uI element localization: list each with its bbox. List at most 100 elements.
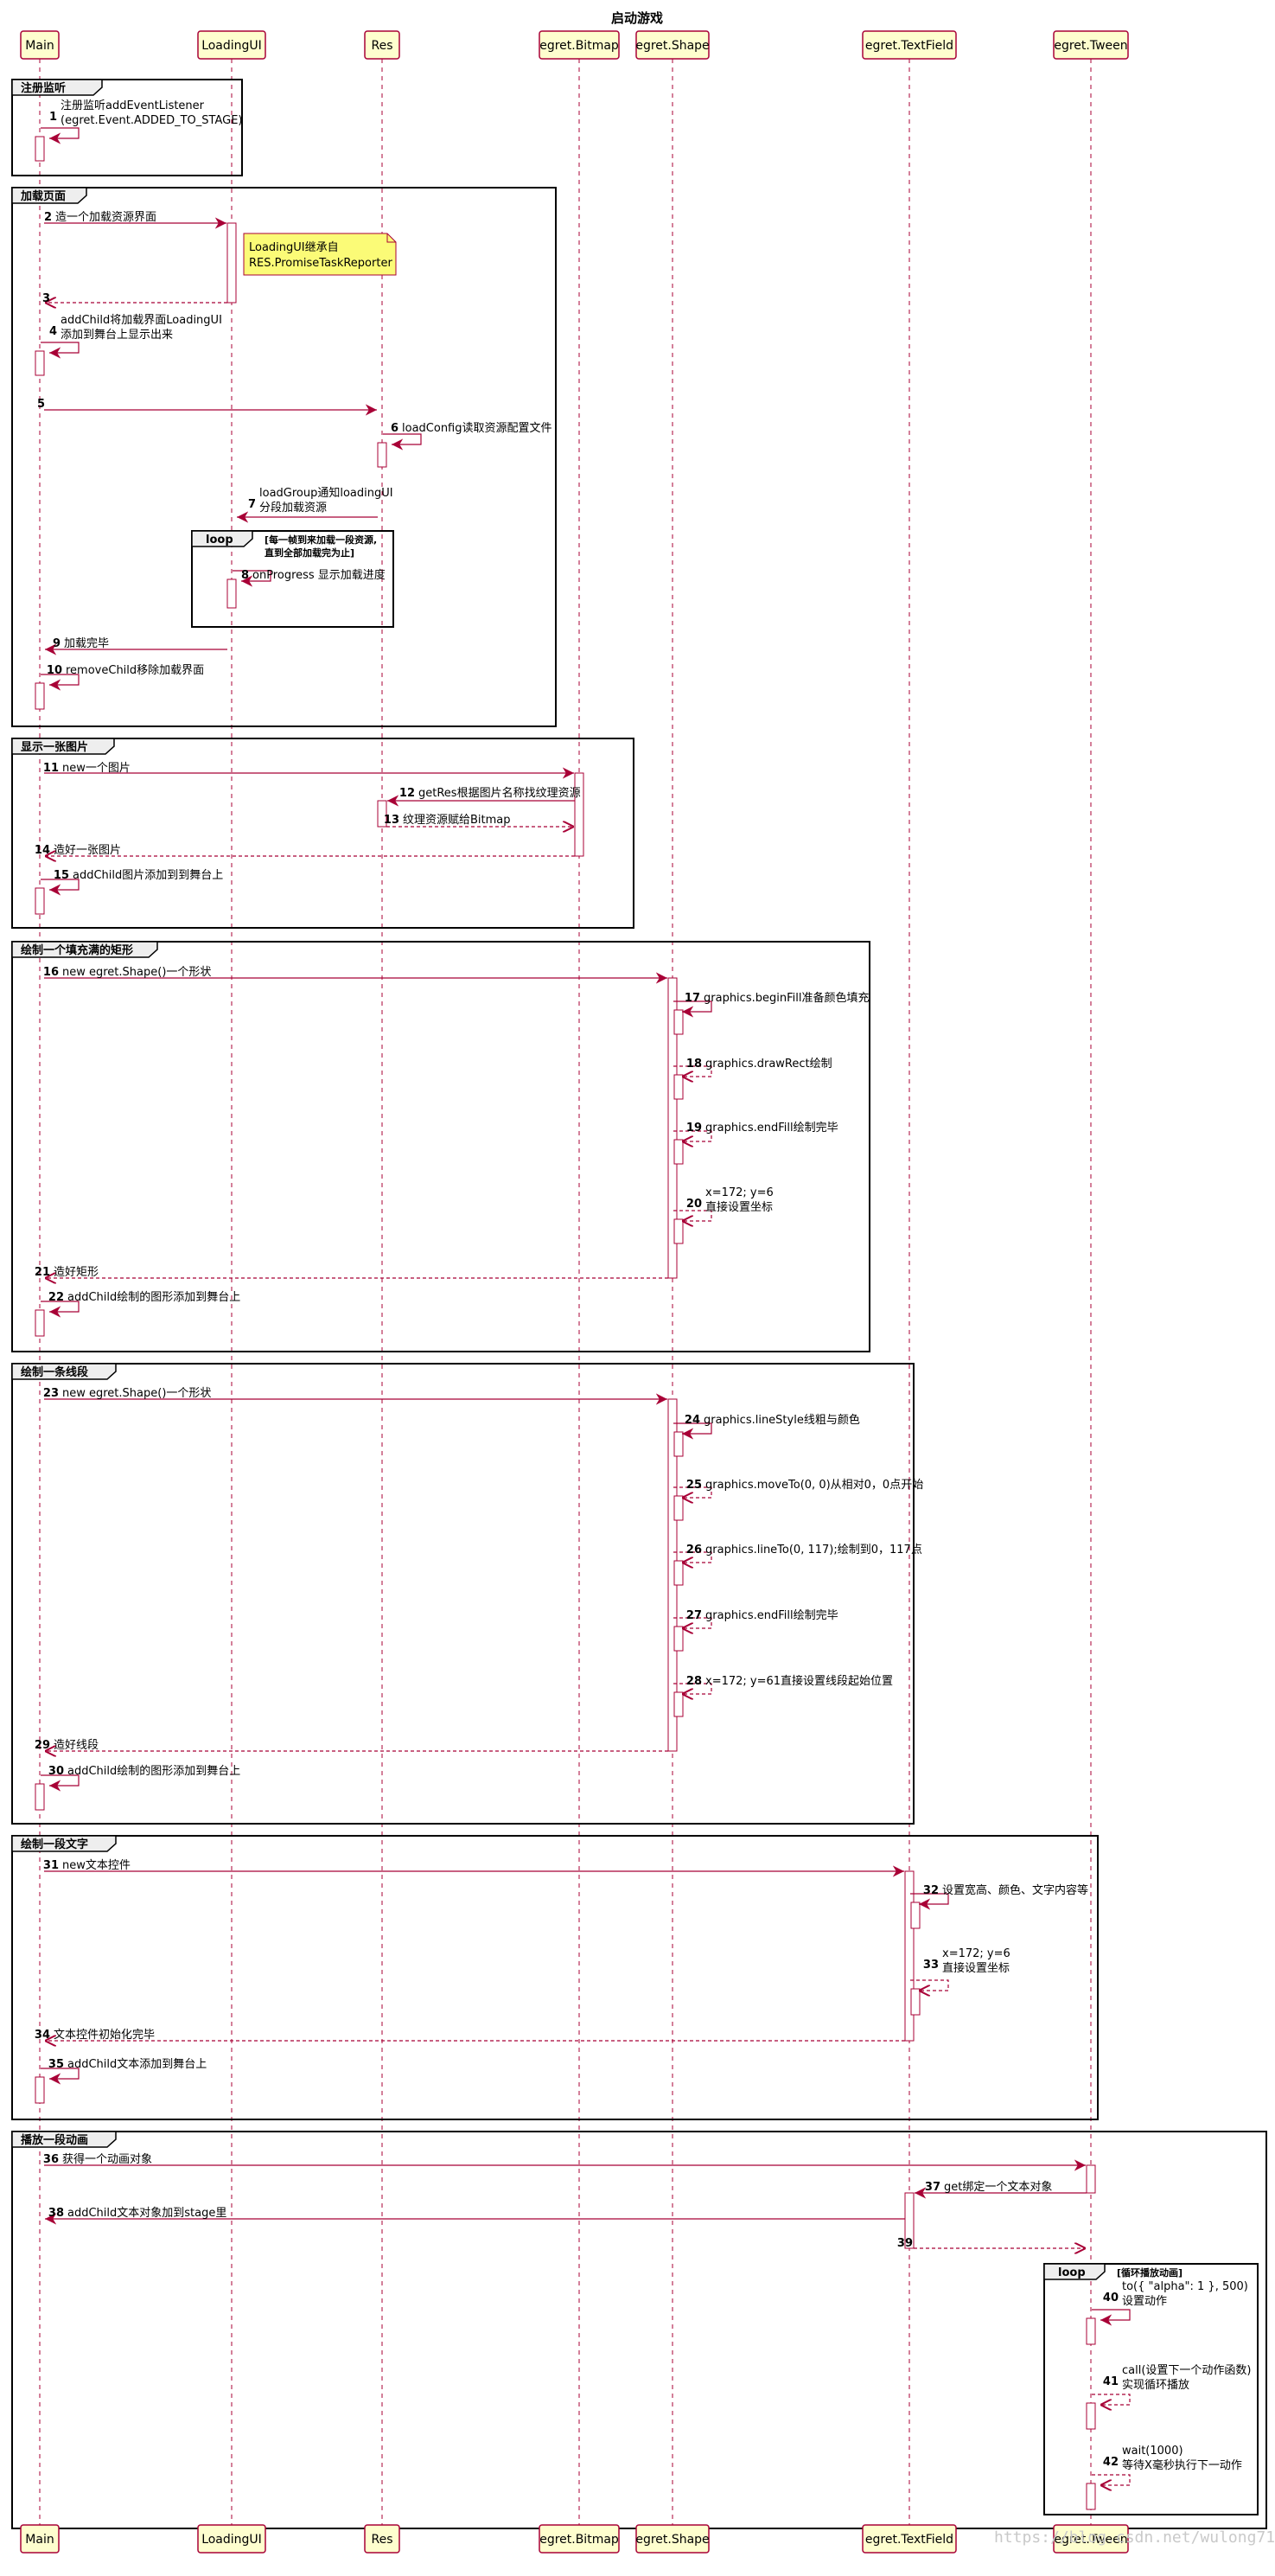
participant-bottom-egret-textfield — [862, 2524, 957, 2554]
participant-top-egret-bitmap-label: egret.Bitmap — [539, 39, 619, 53]
message-23-label-1: new egret.Shape()一个形状 — [62, 1387, 211, 1400]
loop-frame-1 — [191, 530, 394, 628]
activation-bar-9 — [35, 887, 45, 915]
message-36-label-1: 获得一个动画对象 — [62, 2152, 152, 2166]
group-label-6: 绘制一段文字 — [21, 1838, 88, 1851]
message-33-label-2: 直接设置坐标 — [942, 1961, 1010, 1975]
message-28-label-1: x=172; y=61直接设置线段起始位置 — [705, 1674, 893, 1688]
message-33-label-1: x=172; y=6 — [942, 1947, 1010, 1960]
message-8-number: 8 — [241, 569, 249, 582]
message-37-number: 37 — [925, 2181, 940, 2194]
participant-top-egret-tween-label: egret.Tween — [1054, 39, 1127, 53]
message-16-number: 16 — [43, 966, 59, 979]
message-21-number: 21 — [35, 1266, 50, 1279]
group-frame-3 — [11, 738, 634, 929]
activation-bar-24 — [910, 1902, 921, 1929]
message-4-arrow — [41, 342, 80, 359]
message-30-arrow — [41, 1774, 80, 1792]
loop-frame-2 — [1043, 2263, 1259, 2515]
group-label-5: 绘制一条线段 — [21, 1365, 88, 1379]
message-42-number: 42 — [1103, 2456, 1119, 2469]
activation-bar-19 — [673, 1560, 684, 1586]
message-28-number: 28 — [686, 1675, 702, 1688]
message-40-arrow — [1092, 2309, 1131, 2326]
group-frame-4 — [11, 941, 870, 1352]
participant-bottom-loadingui — [197, 2524, 266, 2554]
participant-top-egret-bitmap — [539, 30, 620, 60]
participant-top-loadingui-label: LoadingUI — [201, 39, 262, 53]
group-label-box-2 — [11, 187, 87, 204]
message-29-number: 29 — [35, 1739, 50, 1752]
message-24-number: 24 — [685, 1414, 700, 1427]
message-15-label-1: addChild图片添加到到舞台上 — [73, 869, 223, 882]
message-40-label-1: to({ "alpha": 1 }, 500) — [1122, 2280, 1248, 2293]
message-4-label-2: 添加到舞台上显示出来 — [61, 329, 173, 342]
message-38-number: 38 — [48, 2207, 64, 2220]
message-9-label-1: 加载完毕 — [64, 637, 109, 650]
message-15-number: 15 — [54, 869, 69, 882]
message-30-label-1: addChild绘制的图形添加到舞台上 — [67, 1764, 240, 1778]
message-24-arrow — [673, 1422, 712, 1440]
group-frame-2 — [11, 187, 557, 727]
participant-bottom-egret-bitmap — [539, 2524, 620, 2554]
message-10-number: 10 — [47, 664, 62, 677]
activation-bar-2 — [226, 222, 237, 304]
activation-bar-26 — [35, 2076, 45, 2104]
message-28-arrow — [673, 1683, 712, 1694]
message-1-number: 1 — [49, 111, 57, 124]
activation-bar-12 — [673, 1074, 684, 1100]
message-2-number: 2 — [44, 211, 52, 224]
message-12-number: 12 — [399, 787, 415, 800]
message-19-number: 19 — [686, 1122, 702, 1135]
message-15-arrow — [41, 879, 80, 896]
message-17-number: 17 — [685, 992, 700, 1005]
message-8-arrow — [233, 570, 271, 587]
participant-top-egret-tween — [1053, 30, 1129, 60]
group-label-2: 加载页面 — [20, 189, 66, 203]
message-10-arrow — [41, 674, 80, 691]
message-12-label-1: getRes根据图片名称找纹理资源 — [418, 786, 581, 800]
message-7-number: 7 — [248, 498, 256, 511]
group-label-box-4 — [11, 941, 158, 958]
message-40-number: 40 — [1103, 2292, 1119, 2304]
message-34-label-1: 文本控件初始化完毕 — [54, 2029, 155, 2042]
activation-bar-21 — [673, 1691, 684, 1717]
participant-top-main — [20, 30, 60, 60]
message-34-number: 34 — [35, 2029, 50, 2042]
participant-bottom-egret-shape-label: egret.Shape — [635, 2533, 709, 2547]
activation-bar-6 — [35, 682, 45, 710]
participant-top-egret-shape-label: egret.Shape — [635, 39, 709, 53]
activation-bar-5 — [226, 578, 237, 609]
message-36-number: 36 — [43, 2153, 59, 2166]
message-11-number: 11 — [43, 762, 59, 775]
activation-bar-17 — [673, 1431, 684, 1457]
note-line-2: RES.PromiseTaskReporter — [249, 257, 392, 270]
message-42-label-2: 等待X毫秒执行下一动作 — [1122, 2458, 1242, 2472]
group-label-4: 绘制一个填充满的矩形 — [21, 943, 133, 957]
activation-bar-31 — [1086, 2483, 1096, 2510]
message-4-number: 4 — [49, 325, 57, 338]
note-line-1: LoadingUI继承自 — [249, 241, 339, 254]
activation-bar-25 — [910, 1988, 921, 2016]
message-17-arrow — [673, 1000, 712, 1018]
participant-bottom-egret-tween — [1053, 2524, 1129, 2554]
message-8-label-1: onProgress 显示加载进度 — [252, 568, 386, 582]
note: LoadingUI继承自 RES.PromiseTaskReporter — [243, 233, 397, 276]
message-6-arrow — [383, 433, 422, 451]
message-11-label-1: new一个图片 — [62, 762, 131, 775]
activation-bars — [35, 136, 1096, 2510]
group-frame-5 — [11, 1363, 915, 1825]
message-17-label-1: graphics.beginFill准备颜色填充 — [704, 991, 869, 1005]
message-32-number: 32 — [923, 1884, 939, 1897]
message-14-number: 14 — [35, 844, 50, 857]
participant-top-egret-shape — [635, 30, 710, 60]
message-24-label-1: graphics.lineStyle线粗与颜色 — [704, 1413, 860, 1427]
message-41-arrow — [1092, 2394, 1131, 2405]
message-35-arrow — [41, 2068, 80, 2085]
message-31-number: 31 — [43, 1859, 59, 1872]
participant-top-loadingui — [197, 30, 266, 60]
messages: 1注册监听addEventListener(egret.Event.ADDED_… — [35, 99, 1251, 2485]
message-18-label-1: graphics.drawRect绘制 — [705, 1058, 832, 1071]
activation-bar-20 — [673, 1626, 684, 1652]
message-25-arrow — [673, 1486, 712, 1498]
